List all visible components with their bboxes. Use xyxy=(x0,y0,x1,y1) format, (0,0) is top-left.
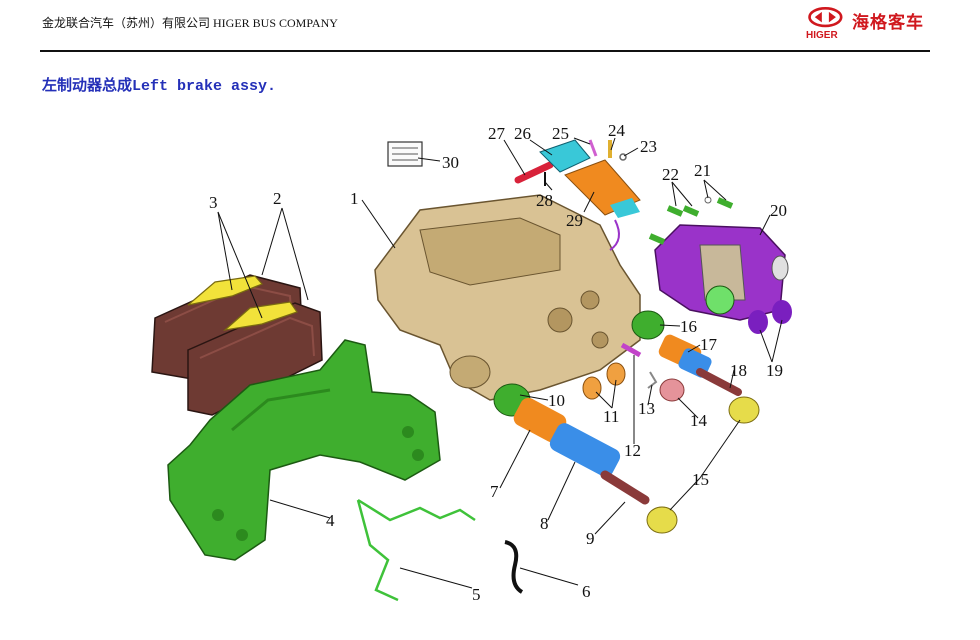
callout-10: 10 xyxy=(548,391,565,410)
page-title-chinese: 左制动器总成 xyxy=(42,76,133,94)
callout-16: 16 xyxy=(680,317,697,336)
part-21-washers xyxy=(704,196,734,209)
part-7-piston xyxy=(513,397,567,443)
part-8-sleeve xyxy=(549,423,621,477)
callout-29: 29 xyxy=(566,211,583,230)
part-12-pin xyxy=(620,342,642,358)
part-1-caliper-housing xyxy=(374,194,641,401)
part-16-boot xyxy=(631,310,665,340)
part-11-bushings xyxy=(582,362,626,400)
part-9-guide-bolt xyxy=(600,470,650,505)
callout-12: 12 xyxy=(624,441,641,460)
brand-logo-english: HIGER xyxy=(806,30,838,41)
callout-24: 24 xyxy=(608,121,626,140)
part-29-retaining-plate xyxy=(564,159,641,251)
leader-lines xyxy=(217,137,783,589)
part-20-rear-cover xyxy=(654,224,789,321)
brand-logo-chinese: 海格客车 xyxy=(852,13,924,33)
part-13-clip xyxy=(647,371,658,389)
callout-21: 21 xyxy=(694,161,711,180)
callout-15: 15 xyxy=(692,470,709,489)
callout-26: 26 xyxy=(514,124,531,143)
callout-2: 2 xyxy=(273,189,282,208)
part-5-wire-spring xyxy=(356,498,476,602)
callout-5: 5 xyxy=(472,585,481,604)
part-27-bolt xyxy=(514,161,554,184)
company-name: 金龙联合汽车（苏州）有限公司 HIGER BUS COMPANY xyxy=(42,16,338,30)
callout-6: 6 xyxy=(582,582,591,601)
callout-4: 4 xyxy=(326,511,335,530)
callout-17: 17 xyxy=(700,335,718,354)
part-14-plug xyxy=(659,378,685,402)
part-19-caps xyxy=(748,300,792,334)
callout-20: 20 xyxy=(770,201,787,220)
part-25-pin xyxy=(588,139,598,157)
callout-28: 28 xyxy=(536,191,553,210)
callout-11: 11 xyxy=(603,407,619,426)
part-23-washer xyxy=(619,153,627,161)
higer-logo-icon xyxy=(808,7,843,28)
callout-30: 30 xyxy=(442,153,459,172)
callout-9: 9 xyxy=(586,529,595,548)
callout-13: 13 xyxy=(638,399,655,418)
callout-18: 18 xyxy=(730,361,747,380)
part-6-hose xyxy=(504,540,524,594)
callout-1: 1 xyxy=(350,189,359,208)
callout-23: 23 xyxy=(640,137,657,156)
part-18-adjuster-screw xyxy=(696,368,742,396)
callout-27: 27 xyxy=(488,124,506,143)
part-22-bolts xyxy=(648,205,700,245)
part-4-carrier-bracket xyxy=(167,339,441,561)
callout-8: 8 xyxy=(540,514,549,533)
part-30-label-plate xyxy=(387,141,423,167)
callout-7: 7 xyxy=(490,482,499,501)
part-15-caps xyxy=(646,396,760,534)
callout-25: 25 xyxy=(552,124,569,143)
part-26-clamp xyxy=(539,139,591,173)
callout-14: 14 xyxy=(690,411,708,430)
callout-3: 3 xyxy=(209,193,218,212)
callout-19: 19 xyxy=(766,361,783,380)
header-divider xyxy=(40,50,930,52)
page-title-english: Left brake assy. xyxy=(132,78,277,95)
callout-22: 22 xyxy=(662,165,679,184)
page-title: 左制动器总成Left brake assy. xyxy=(42,74,276,95)
